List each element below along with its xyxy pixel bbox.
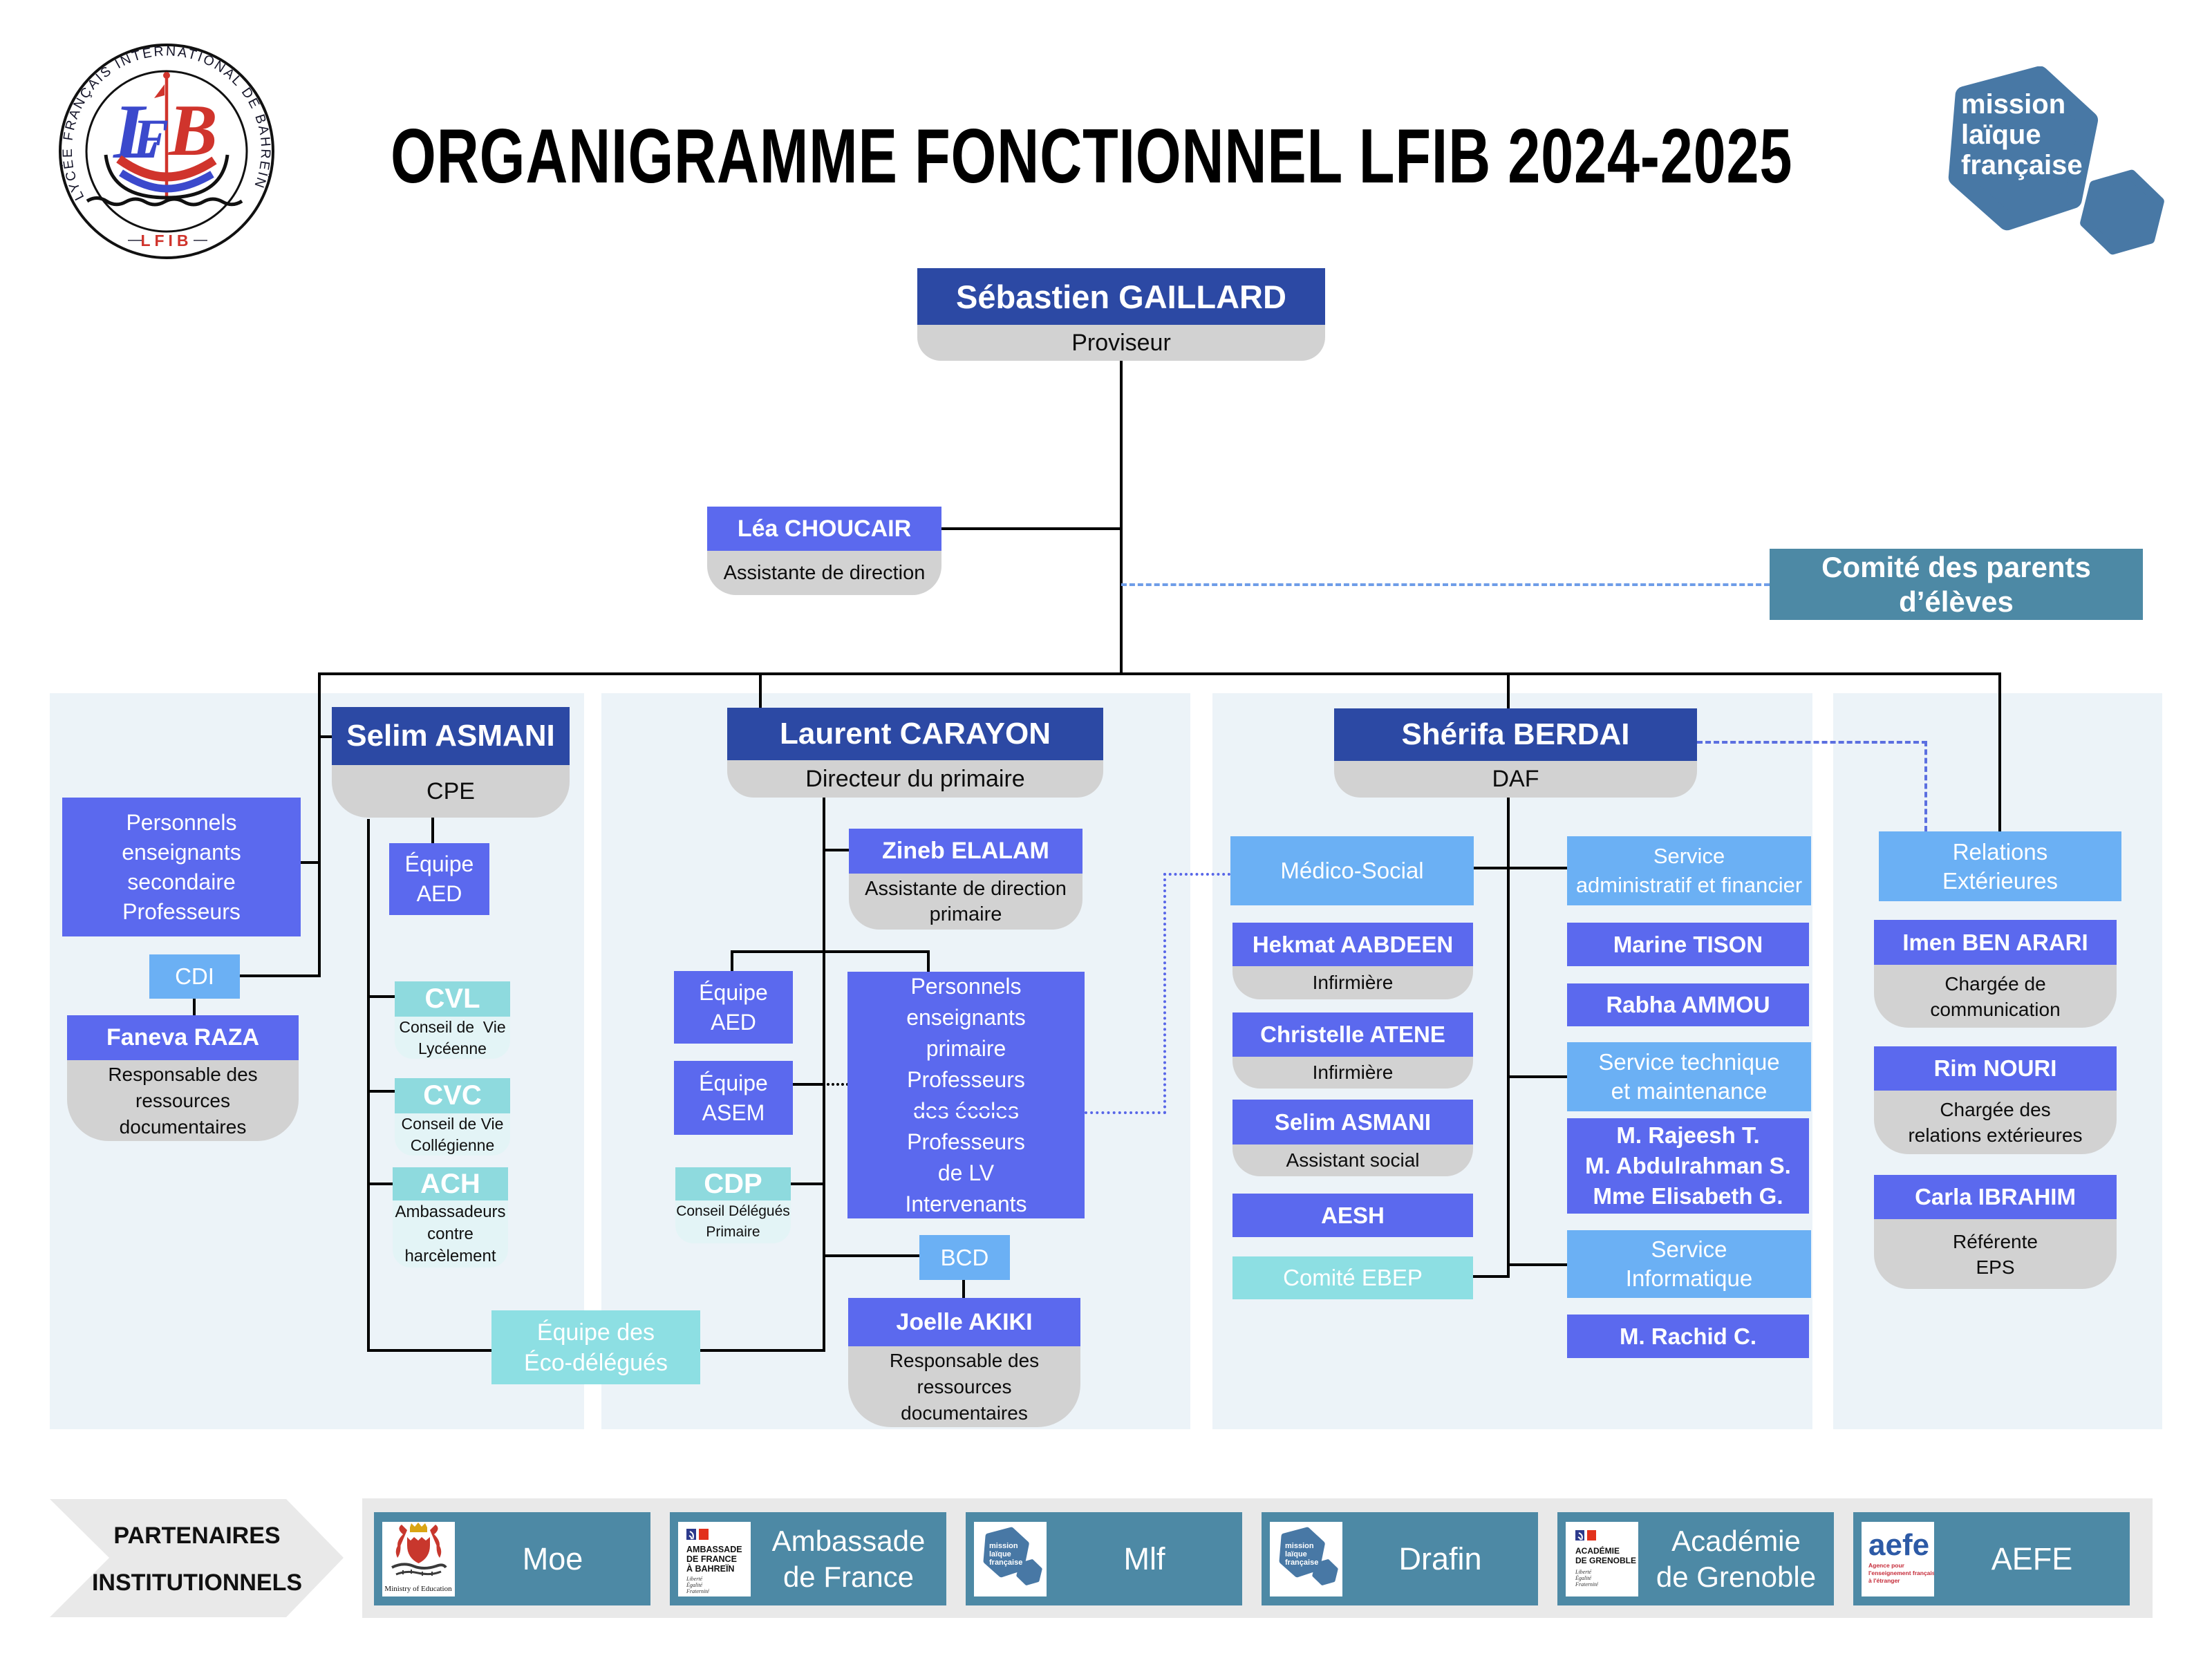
svg-text:mission: mission — [1285, 1542, 1314, 1550]
svg-text:Ministry of Education: Ministry of Education — [384, 1585, 452, 1593]
svg-text:mission: mission — [989, 1542, 1018, 1550]
svg-text:—: — — [194, 232, 207, 247]
svg-text:Égalité: Égalité — [686, 1581, 703, 1588]
svg-text:Liberté: Liberté — [1575, 1569, 1592, 1575]
svg-text:laïque: laïque — [1285, 1550, 1307, 1558]
svg-text:Liberté: Liberté — [686, 1576, 703, 1582]
svg-text:F: F — [132, 108, 169, 168]
svg-text:laïque: laïque — [1961, 120, 2041, 150]
svg-text:DE GRENOBLE: DE GRENOBLE — [1575, 1556, 1636, 1565]
svg-text:aefe: aefe — [1868, 1528, 1929, 1562]
svg-text:—: — — [128, 232, 142, 247]
svg-text:DE FRANCE: DE FRANCE — [686, 1554, 737, 1564]
svg-text:Fraternité: Fraternité — [1575, 1581, 1598, 1588]
svg-text:Agence pour: Agence pour — [1868, 1562, 1905, 1569]
svg-text:laïque: laïque — [989, 1550, 1011, 1558]
svg-text:À BAHREÏN: À BAHREÏN — [686, 1563, 734, 1574]
svg-text:LFIB: LFIB — [140, 232, 192, 249]
svg-text:à l'étranger: à l'étranger — [1868, 1577, 1900, 1584]
svg-text:française: française — [1285, 1558, 1318, 1567]
svg-text:française: française — [1961, 150, 2083, 180]
svg-text:ACADÉMIE: ACADÉMIE — [1575, 1545, 1620, 1556]
svg-text:mission: mission — [1961, 89, 2065, 120]
svg-text:Fraternité: Fraternité — [686, 1588, 709, 1594]
svg-text:AMBASSADE: AMBASSADE — [686, 1545, 742, 1554]
svg-text:Égalité: Égalité — [1575, 1574, 1592, 1581]
svg-text:française: française — [989, 1558, 1022, 1567]
svg-text:l'enseignement français: l'enseignement français — [1868, 1570, 1934, 1576]
svg-text:B: B — [168, 90, 218, 171]
